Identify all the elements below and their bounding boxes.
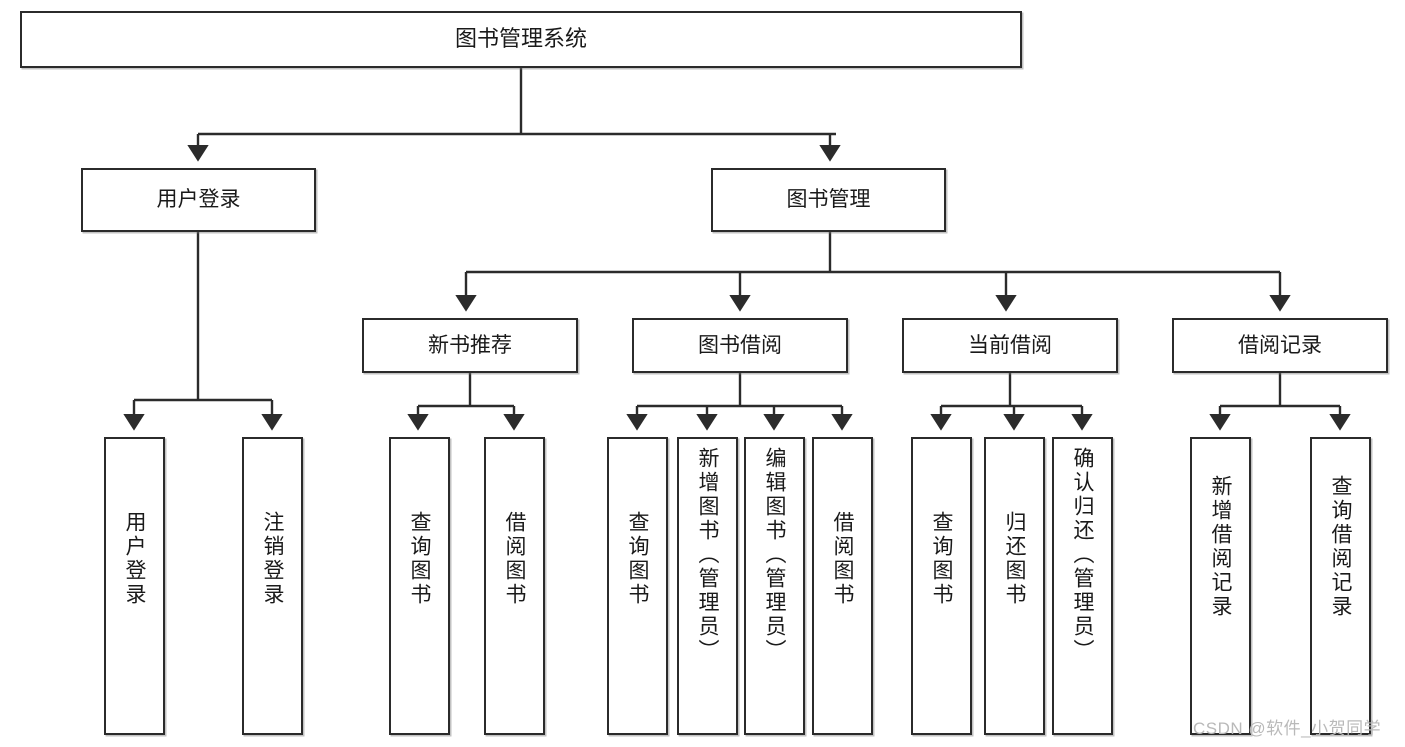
node-new-book-rec-label: 新书推荐 (428, 333, 512, 357)
node-leaf-query-record[interactable]: 查询借阅记录 (1310, 437, 1371, 735)
node-leaf-query-book-1-label: 查询图书 (408, 511, 431, 607)
node-leaf-edit-book-label: 编辑图书（管理员） (763, 447, 786, 663)
node-borrow-record[interactable]: 借阅记录 (1172, 318, 1388, 373)
node-leaf-logout[interactable]: 注销登录 (242, 437, 303, 735)
node-leaf-borrow-book-2-label: 借阅图书 (831, 511, 854, 607)
node-book-borrow-label: 图书借阅 (698, 333, 782, 357)
node-leaf-query-book-2[interactable]: 查询图书 (607, 437, 668, 735)
node-leaf-query-book-3[interactable]: 查询图书 (911, 437, 972, 735)
node-current-borrow[interactable]: 当前借阅 (902, 318, 1118, 373)
node-book-borrow[interactable]: 图书借阅 (632, 318, 848, 373)
node-user-login-label: 用户登录 (156, 188, 241, 212)
node-leaf-logout-label: 注销登录 (261, 511, 284, 607)
node-book-manage-label: 图书管理 (786, 188, 871, 212)
node-leaf-add-book-label: 新增图书（管理员） (696, 447, 719, 663)
node-leaf-add-record-label: 新增借阅记录 (1209, 475, 1232, 619)
node-leaf-borrow-book-1-label: 借阅图书 (503, 511, 526, 607)
node-leaf-add-book[interactable]: 新增图书（管理员） (677, 437, 738, 735)
node-root-label: 图书管理系统 (454, 26, 587, 52)
node-leaf-confirm-return[interactable]: 确认归还（管理员） (1052, 437, 1113, 735)
node-leaf-return-book-label: 归还图书 (1003, 511, 1026, 607)
node-new-book-rec[interactable]: 新书推荐 (362, 318, 578, 373)
node-user-login[interactable]: 用户登录 (81, 168, 316, 232)
node-root[interactable]: 图书管理系统 (20, 11, 1022, 68)
node-leaf-return-book[interactable]: 归还图书 (984, 437, 1045, 735)
node-leaf-query-book-2-label: 查询图书 (626, 511, 649, 607)
watermark: CSDN @软件_小贺同学 (1193, 719, 1382, 738)
node-book-manage[interactable]: 图书管理 (711, 168, 946, 232)
node-leaf-add-record[interactable]: 新增借阅记录 (1190, 437, 1251, 735)
node-current-borrow-label: 当前借阅 (968, 333, 1052, 357)
node-leaf-query-book-3-label: 查询图书 (930, 511, 953, 607)
node-leaf-confirm-return-label: 确认归还（管理员） (1071, 447, 1094, 663)
node-leaf-query-record-label: 查询借阅记录 (1329, 475, 1352, 619)
node-leaf-user-login[interactable]: 用户登录 (104, 437, 165, 735)
node-leaf-borrow-book-2[interactable]: 借阅图书 (812, 437, 873, 735)
node-leaf-borrow-book-1[interactable]: 借阅图书 (484, 437, 545, 735)
node-leaf-query-book-1[interactable]: 查询图书 (389, 437, 450, 735)
node-borrow-record-label: 借阅记录 (1238, 333, 1322, 357)
node-leaf-edit-book[interactable]: 编辑图书（管理员） (744, 437, 805, 735)
node-leaf-user-login-label: 用户登录 (123, 511, 146, 607)
